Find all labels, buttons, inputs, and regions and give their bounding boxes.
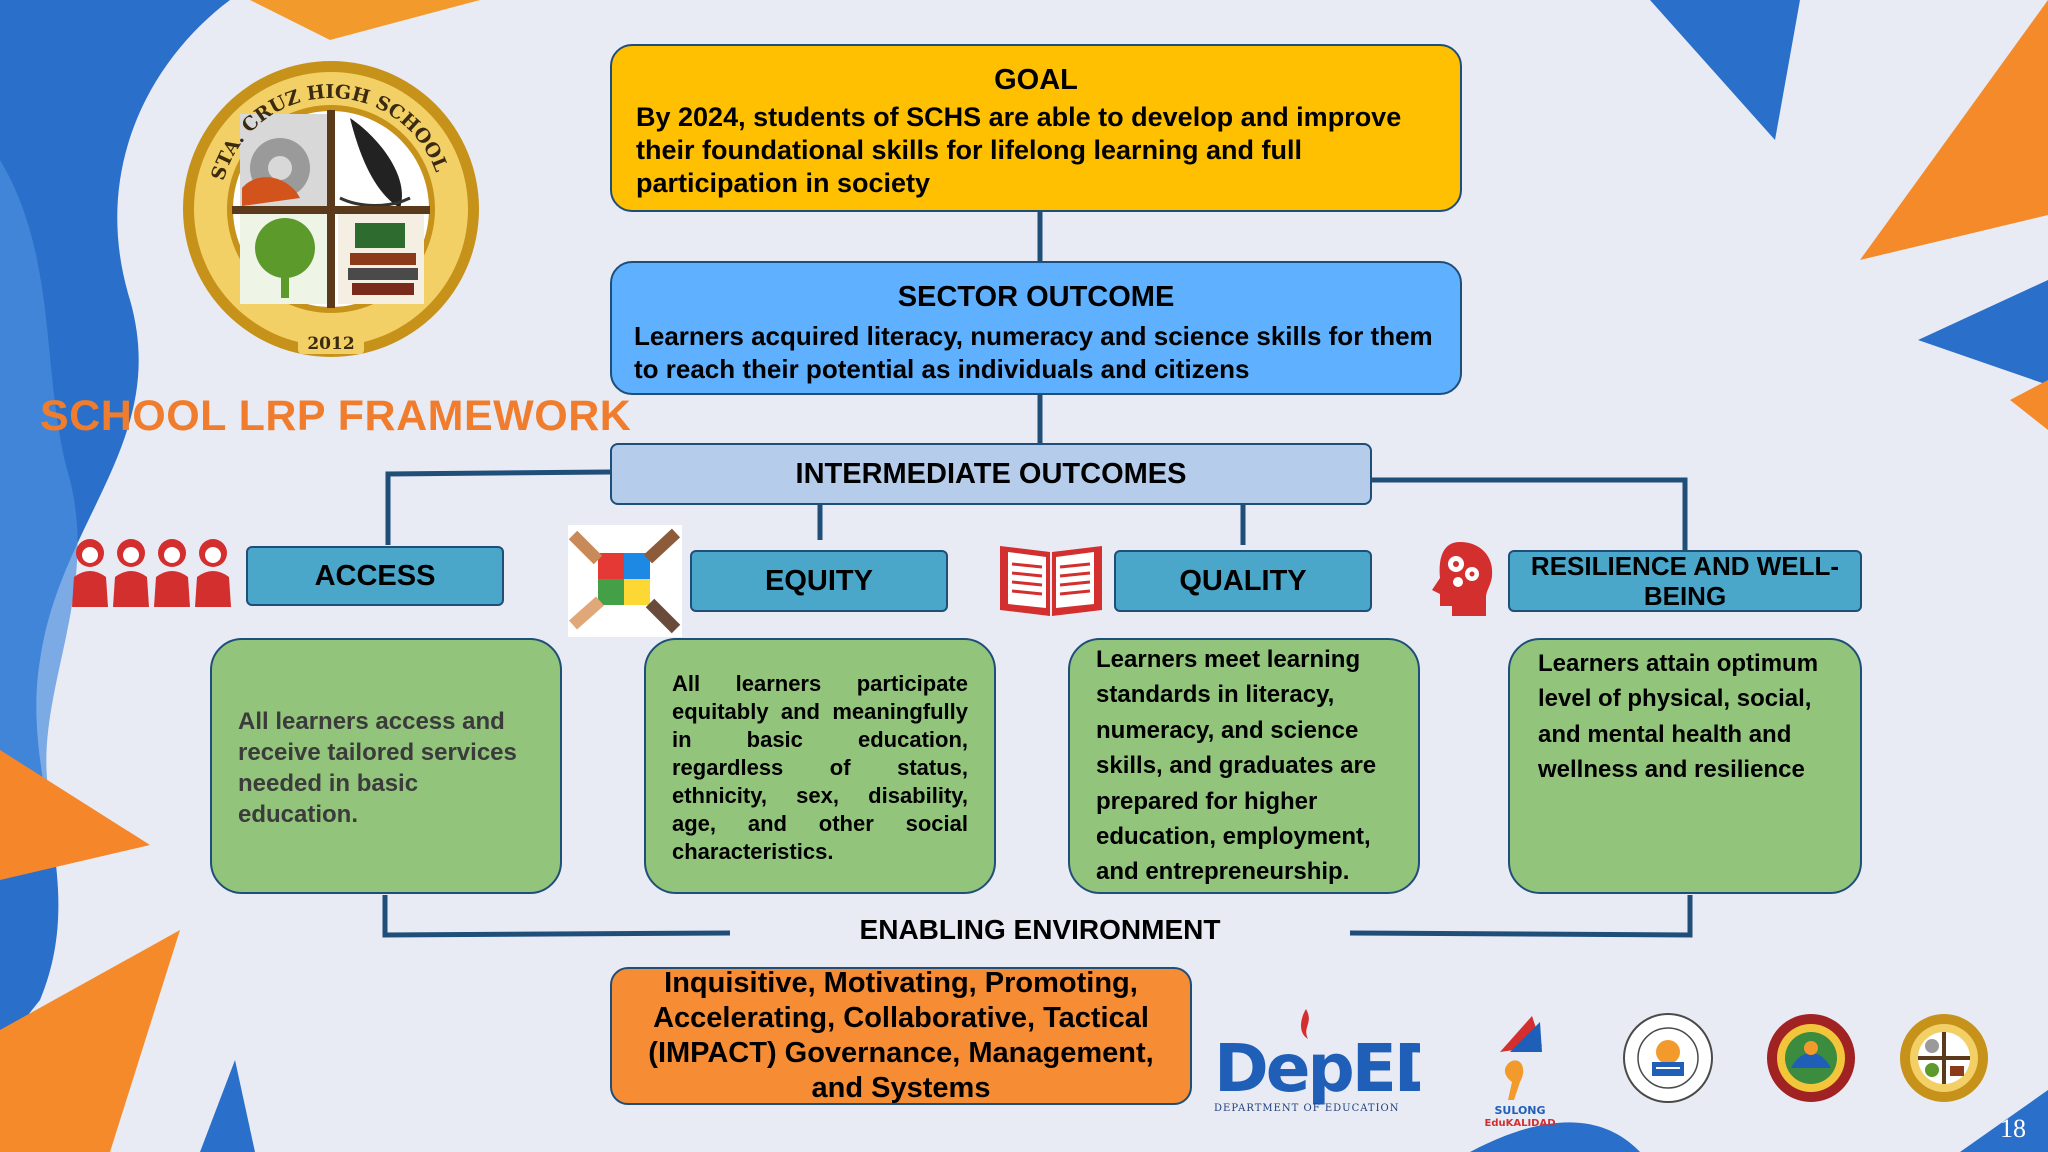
pillar-body-access: All learners access and receive tailored… <box>210 638 562 894</box>
equity-text: All learners participate equitably and m… <box>672 671 968 864</box>
orange-triangle-topleft <box>250 0 480 40</box>
blue-triangle-bottom <box>200 1060 255 1152</box>
quality-text: Learners meet learning standards in lite… <box>1096 646 1377 886</box>
resilience-text: Learners attain optimum level of physica… <box>1538 650 1819 784</box>
pillar-body-resilience: Learners attain optimum level of physica… <box>1508 638 1862 894</box>
goal-heading: GOAL <box>994 64 1078 96</box>
blue-blob-bottomright <box>1470 1122 1640 1152</box>
intermediate-outcomes-box: INTERMEDIATE OUTCOMES <box>610 443 1372 505</box>
orange-triangle-topright <box>1860 0 2048 260</box>
blue-wave-left <box>0 0 230 1050</box>
light-blue-wave-left <box>0 160 78 860</box>
logo-year: 2012 <box>307 334 354 354</box>
impact-text: Inquisitive, Motivating, Promoting, Acce… <box>648 967 1154 1104</box>
orange-triangle-bottomleft <box>0 930 180 1152</box>
svg-text:SULONG: SULONG <box>1494 1104 1545 1117</box>
orange-triangle-left <box>0 750 150 880</box>
svg-text:EduKALIDAD: EduKALIDAD <box>1484 1118 1555 1129</box>
sector-outcome-box: SECTOR OUTCOME Learners acquired literac… <box>610 261 1462 395</box>
goal-box: GOAL By 2024, students of SCHS are able … <box>610 44 1462 212</box>
pillar-header-equity: EQUITY <box>690 550 948 612</box>
blue-triangle-topright <box>1650 0 1800 140</box>
open-book-icon <box>1000 546 1102 616</box>
orange-triangle-right <box>2010 380 2048 430</box>
blue-triangle-right <box>1918 280 2048 385</box>
page-title: SCHOOL LRP FRAMEWORK <box>40 392 632 440</box>
pillar-body-equity: All learners participate equitably and m… <box>644 638 996 894</box>
pillar-body-quality: Learners meet learning standards in lite… <box>1068 638 1420 894</box>
pillar-header-quality: QUALITY <box>1114 550 1372 612</box>
school-seal-small-logo <box>1900 1014 1988 1102</box>
division-seal-logo <box>1767 1014 1855 1102</box>
sulong-edukalidad-logo: SULONG EduKALIDAD <box>1484 1016 1556 1129</box>
school-logo: STA. CRUZ HIGH SCHOOL 2012 <box>183 61 479 357</box>
deped-seal-logo <box>1623 1013 1713 1103</box>
svg-text:DEPARTMENT OF EDUCATION: DEPARTMENT OF EDUCATION <box>1214 1103 1399 1114</box>
pillar-header-access: ACCESS <box>246 546 504 606</box>
brain-gears-icon <box>1432 542 1493 616</box>
sector-text: Learners acquired literacy, numeracy and… <box>634 321 1433 384</box>
enabling-environment-label: ENABLING ENVIRONMENT <box>859 914 1221 945</box>
impact-box: Inquisitive, Motivating, Promoting, Acce… <box>610 967 1192 1105</box>
students-icon <box>72 539 231 607</box>
access-text: All learners access and receive tailored… <box>238 708 517 828</box>
puzzle-hands-icon <box>568 525 682 637</box>
sector-heading: SECTOR OUTCOME <box>897 281 1175 313</box>
pillar-header-resilience: RESILIENCE AND WELL-BEING <box>1508 550 1862 612</box>
blue-corner-bottomright <box>1960 1090 2048 1152</box>
goal-text: By 2024, students of SCHS are able to de… <box>636 102 1402 198</box>
page-number: 18 <box>2000 1114 2026 1143</box>
